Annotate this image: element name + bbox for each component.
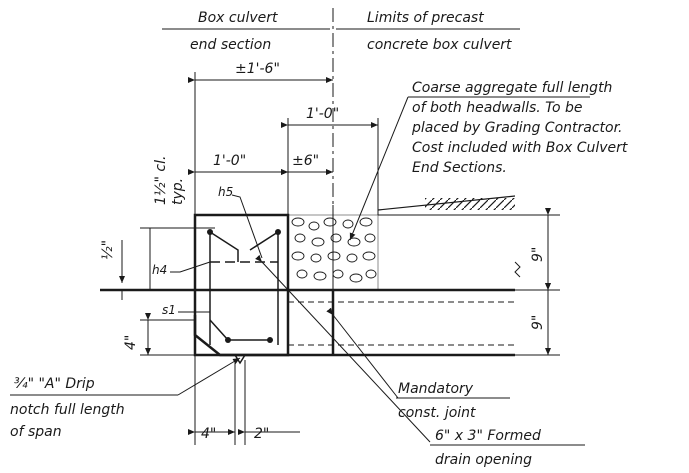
rebar-dot-1 — [207, 229, 213, 235]
dim-1-0-left-text: 1'-0" — [213, 153, 246, 169]
dim-4-vert-text: 4" — [123, 335, 139, 350]
dimension-1-0-top: 1'-0" — [281, 106, 379, 215]
drip-line3: of span — [10, 424, 62, 440]
coarse-aggregate-fill — [287, 214, 379, 291]
box-culvert-label-line2: end section — [190, 37, 271, 53]
s1-text: s1 — [162, 303, 176, 317]
typ-text: typ. — [170, 178, 186, 205]
left-labels: h5 h4 s1 ½" 4" — [100, 185, 263, 356]
rebar-dot-2 — [275, 229, 281, 235]
right-dimensions: 9" 9" — [514, 208, 560, 356]
stirrup-h5 — [209, 231, 279, 262]
earth-hatch — [425, 198, 515, 210]
drip-leader — [177, 357, 241, 396]
dim-6-text: ±6" — [292, 153, 319, 169]
mandatory-line1: Mandatory — [398, 381, 474, 397]
bar-s1 — [209, 319, 270, 341]
clear-cover-note: 1½" cl. typ. — [140, 156, 215, 290]
drip-line1: ¾" "A" Drip — [14, 376, 95, 392]
formed-line1: 6" x 3" Formed — [435, 428, 541, 444]
dim-4-bottom-text: 4" — [201, 426, 216, 442]
dimension-1-0-left: 1'-0" ±6" — [188, 153, 333, 175]
limits-label-line2: concrete box culvert — [367, 37, 512, 53]
drip-note: ¾" "A" Drip notch full length of span — [10, 357, 241, 440]
ground-surface — [377, 195, 516, 211]
drip-line2: notch full length — [10, 402, 125, 418]
break-mark — [514, 261, 521, 278]
coarse-line2: of both headwalls. To be — [412, 100, 583, 116]
dim-half-text: ½" — [100, 240, 116, 260]
coarse-line4: Cost included with Box Culvert — [412, 140, 628, 156]
drain-leader — [255, 254, 431, 443]
dim-2-bottom-text: 2" — [254, 426, 269, 442]
bottom-dimensions: 4" 2" — [188, 355, 300, 445]
limits-label-line1: Limits of precast — [367, 10, 484, 26]
rebar-dot-3 — [225, 337, 231, 343]
coarse-aggregate-note: Coarse aggregate full length of both hea… — [349, 80, 628, 241]
dim-1-0-top-text: 1'-0" — [306, 106, 339, 122]
drip-notch — [234, 354, 246, 365]
mandatory-line2: const. joint — [398, 405, 476, 421]
rebar-dot-4 — [267, 337, 273, 343]
coarse-line5: End Sections. — [412, 160, 507, 176]
headwall-bottom-chamfer — [193, 315, 288, 357]
precast-box-culvert — [100, 214, 515, 357]
coarse-leader — [349, 96, 409, 241]
coarse-line1: Coarse aggregate full length — [412, 80, 612, 96]
joint-leader — [326, 307, 399, 399]
header-labels: Box culvert end section Limits of precas… — [162, 8, 520, 290]
coarse-line3: placed by Grading Contractor. — [411, 120, 623, 136]
headwall-outline — [193, 213, 290, 357]
dim-9-lower-text: 9" — [530, 315, 546, 330]
h5-leader — [231, 194, 263, 259]
h4-text: h4 — [152, 263, 167, 277]
clear-cover-text: 1½" cl. — [153, 156, 169, 205]
formed-line2: drain opening — [435, 452, 532, 468]
box-culvert-label-line1: Box culvert — [198, 10, 278, 26]
h5-text: h5 — [218, 185, 233, 199]
dimension-1-6: ±1'-6" — [188, 61, 333, 215]
h4-leader — [170, 261, 211, 273]
dim-1-6-text: ±1'-6" — [235, 61, 280, 77]
joint-drain-notes: Mandatory const. joint 6" x 3" Formed dr… — [255, 254, 585, 468]
dim-9-upper-text: 9" — [530, 247, 546, 262]
